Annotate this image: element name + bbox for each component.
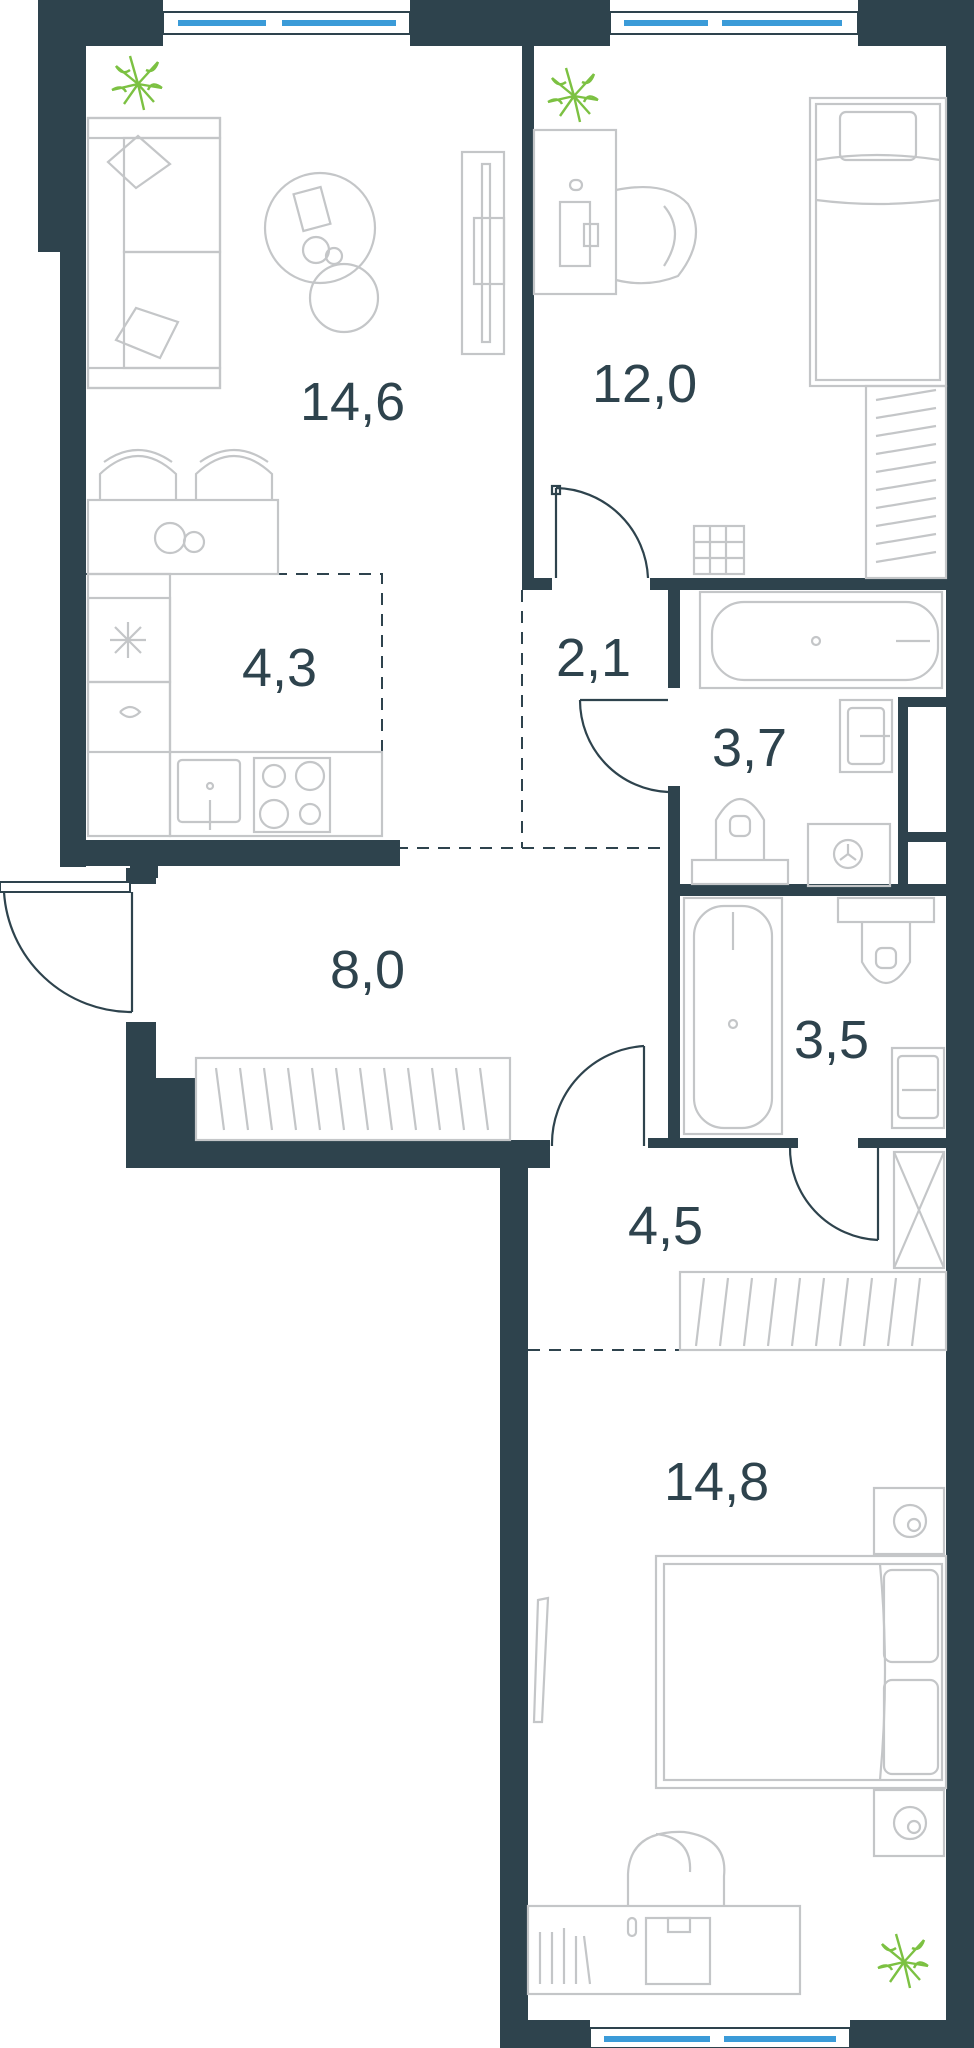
stove-icon [252,756,332,834]
sink-icon [890,1046,946,1130]
room-area-living: 14,6 [300,372,405,432]
shelf-box [892,1150,946,1270]
mirror [532,1596,550,1724]
tv-stand [460,150,506,356]
washing-machine [806,822,892,888]
chair-icon [626,1830,726,1906]
radiator-grid [692,524,746,576]
room-area-bathroom-upper: 3,7 [712,718,787,778]
toilet-icon [836,896,936,984]
wardrobe-icon [194,1056,512,1142]
wardrobe-icon [864,384,948,580]
desk-icon [532,128,618,296]
sofa-icon [86,116,222,390]
toilet-icon [690,798,790,886]
area-labels: 14,6 12,0 4,3 2,1 3,7 8,0 3,5 4,5 14,8 [242,354,869,1512]
zone-dividers [86,573,946,1351]
room-area-bedroom-large: 14,8 [664,1452,769,1512]
bathtub-icon [682,896,784,1136]
nightstand [872,1486,946,1858]
chair-icon [615,186,698,285]
room-area-corridor-small: 2,1 [556,628,631,688]
room-area-bedroom-small: 12,0 [592,354,697,414]
room-area-bathroom-lower: 3,5 [794,1010,869,1070]
room-area-kitchen: 4,3 [242,638,317,698]
room-area-dressing: 4,5 [628,1196,703,1256]
desk-icon [526,1904,802,1996]
sink-icon [838,698,894,774]
sink-icon [176,758,242,830]
kitchen-counter [86,572,384,838]
plant-icon [111,55,929,1989]
bed-icon [654,1554,948,1790]
walls [38,0,974,2048]
bed-icon [808,96,948,388]
wardrobe-icon [678,1270,948,1352]
dining-table [86,449,280,576]
bathtub-icon [698,590,944,690]
room-area-hallway: 8,0 [330,940,405,1000]
window-icon [0,11,859,2048]
coffee-table [263,171,380,334]
door-icon [2,484,880,1242]
